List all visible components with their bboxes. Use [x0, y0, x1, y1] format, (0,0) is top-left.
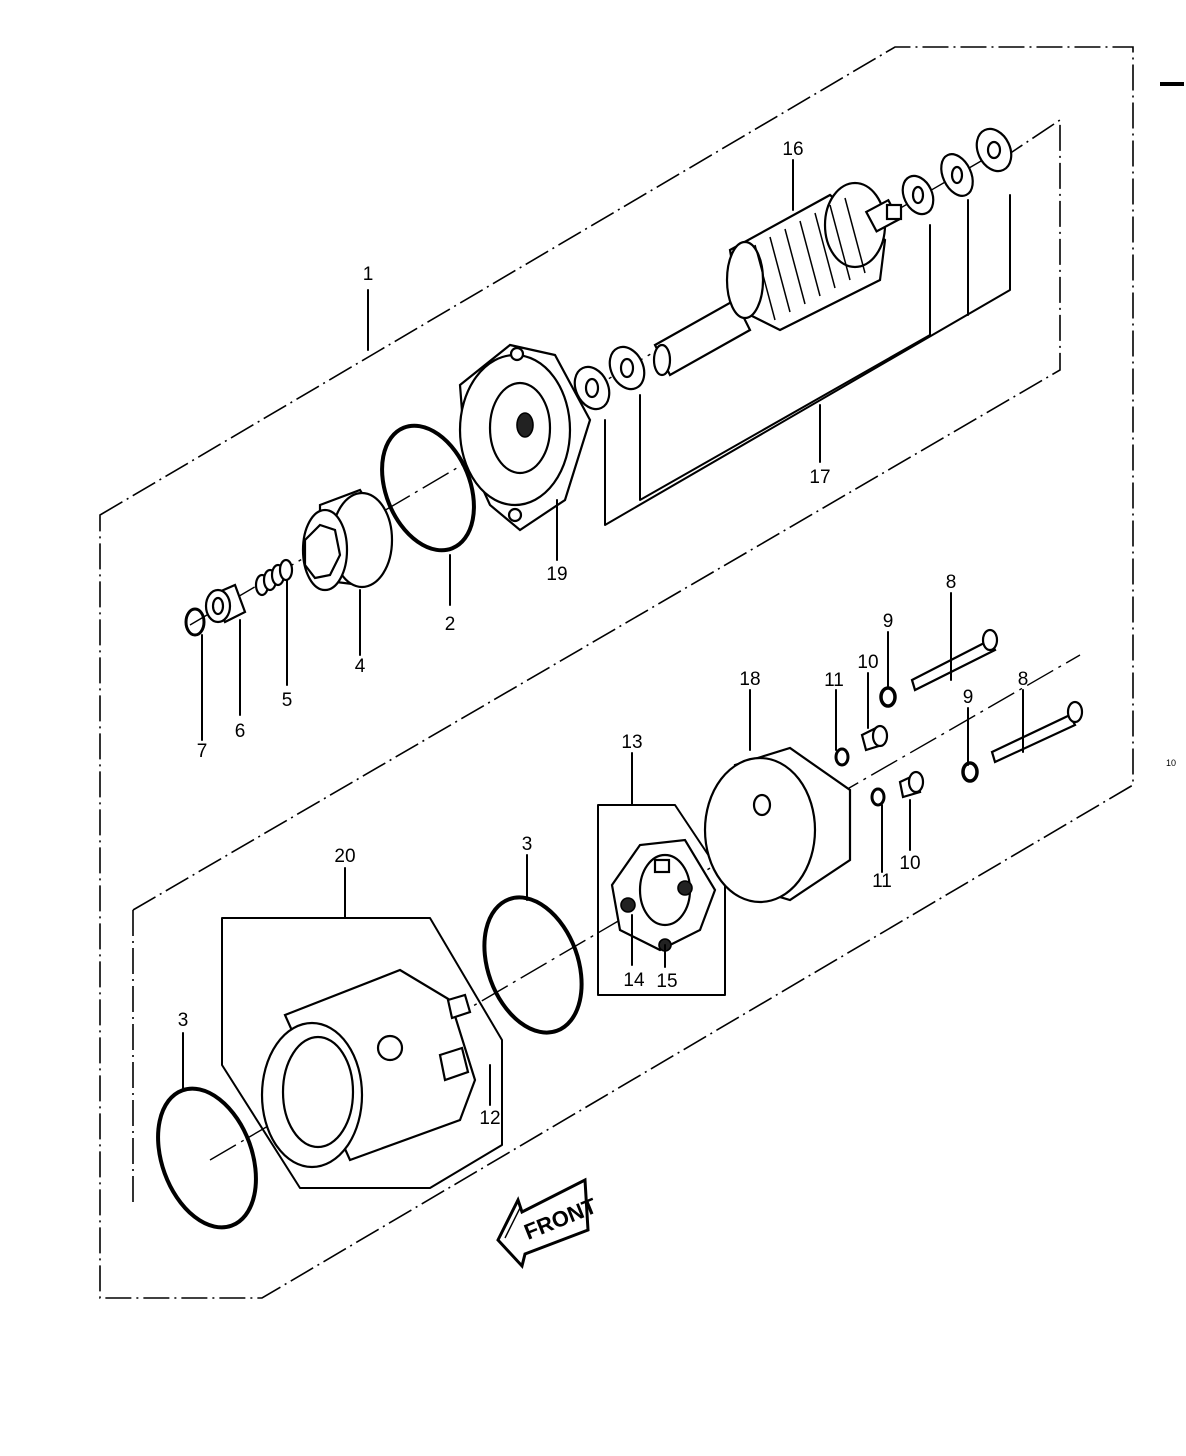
callout-10-upper: 10 — [857, 652, 878, 673]
brush-plate — [610, 838, 717, 952]
callout-14: 14 — [623, 970, 645, 991]
brush-holder-bracket — [597, 804, 726, 996]
callout-6: 6 — [235, 721, 246, 742]
callout-16: 16 — [782, 139, 803, 160]
callout-13: 13 — [621, 732, 642, 753]
callout-1: 1 — [363, 264, 374, 285]
callout-11-upper: 11 — [824, 670, 844, 691]
callout-2: 2 — [445, 614, 456, 635]
callout-3-left: 3 — [178, 1010, 189, 1031]
callout-8-upper: 8 — [946, 572, 957, 593]
yoke-bracket — [221, 917, 503, 1189]
callout-9-lower: 9 — [963, 687, 974, 708]
collar-and-snap-ring — [184, 583, 247, 637]
callout-9-upper: 9 — [883, 611, 894, 632]
spring — [254, 558, 294, 597]
callout-7: 7 — [197, 741, 208, 762]
callout-labels: 1 2 3 3 4 5 6 7 8 8 9 9 10 10 11 11 12 1… — [178, 139, 1176, 1129]
yoke-housing — [260, 968, 477, 1169]
callout-4: 4 — [355, 656, 366, 677]
callout-20: 20 — [334, 846, 355, 867]
through-bolts — [834, 628, 1084, 807]
pinion-clutch — [301, 488, 394, 592]
callout-5: 5 — [282, 690, 293, 711]
rear-cover — [703, 746, 852, 904]
page-marker: 10 — [1166, 758, 1176, 768]
callout-8-lower: 8 — [1018, 669, 1029, 690]
shim-set-bracket — [132, 118, 1061, 1205]
callout-18: 18 — [739, 669, 760, 690]
callout-3-middle: 3 — [522, 834, 533, 855]
callout-12: 12 — [479, 1108, 500, 1129]
o-ring-3-left — [156, 1086, 258, 1230]
o-ring-3-middle — [482, 895, 584, 1035]
callout-15: 15 — [656, 971, 677, 992]
leader-lines — [182, 159, 1024, 1106]
callout-17: 17 — [809, 467, 830, 488]
callout-10-lower: 10 — [899, 853, 920, 874]
callout-19: 19 — [546, 564, 567, 585]
assembly-boundary — [99, 46, 1184, 1299]
front-direction-arrow: FRONT — [496, 1177, 601, 1270]
armature — [652, 181, 903, 377]
callout-11-lower: 11 — [872, 871, 892, 892]
front-cover — [458, 343, 592, 532]
o-ring-2 — [380, 423, 476, 553]
